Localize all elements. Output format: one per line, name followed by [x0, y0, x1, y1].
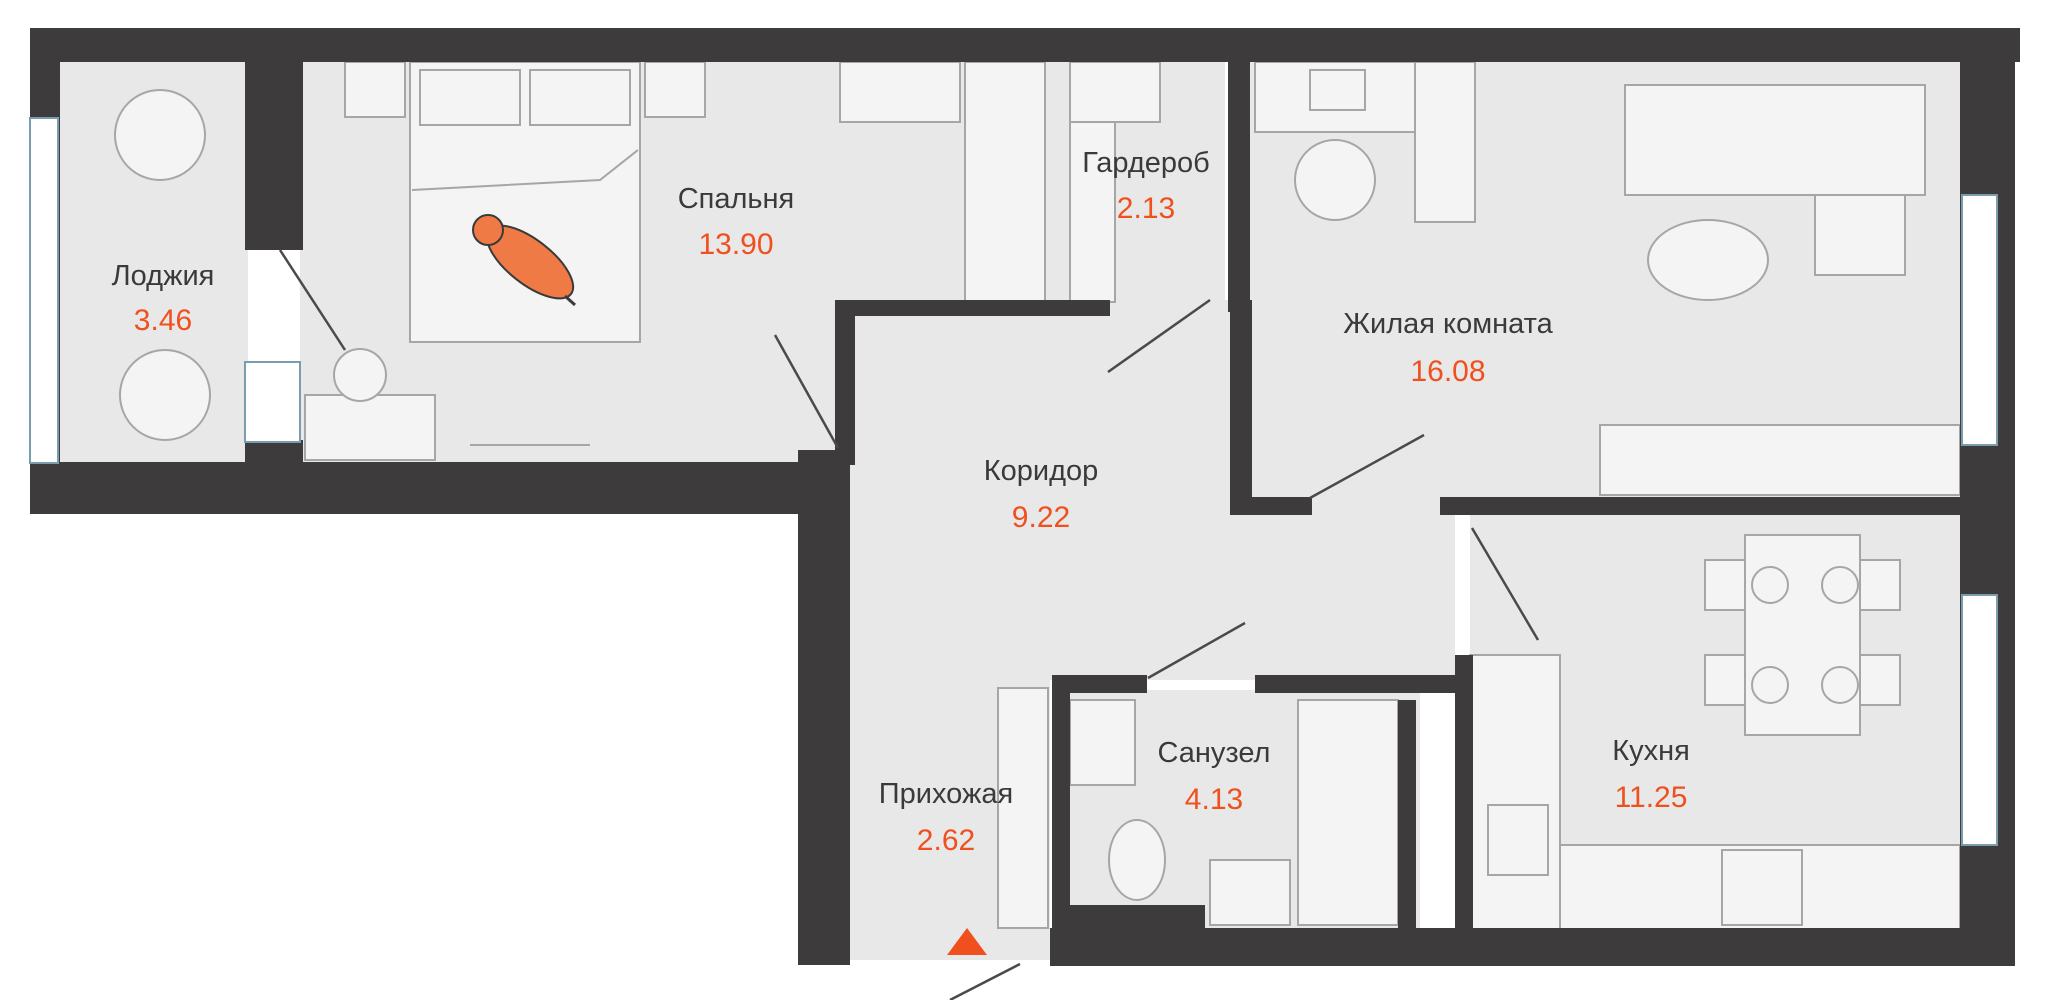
room-area-kitchen: 11.25	[1615, 781, 1688, 814]
wall-bathroom-right	[1398, 700, 1416, 930]
wardrobe-cabinet-2	[964, 61, 1046, 303]
wall-bathroom-left	[1052, 675, 1070, 930]
plate-3	[1751, 666, 1789, 704]
plate-2	[1821, 566, 1859, 604]
wall-bedroom-corridor	[835, 300, 855, 465]
room-label-corridor: Коридор	[984, 455, 1099, 487]
stove	[1721, 849, 1803, 926]
wall-left-lower	[798, 450, 850, 965]
room-labels: Лоджия 3.46 Спальня 13.90 Гардероб 2.13 …	[112, 147, 1690, 857]
door-kitchen	[1470, 527, 1540, 641]
wall-living-bottom	[1230, 497, 1312, 515]
living-chair	[1294, 139, 1376, 221]
hall-wardrobe	[997, 687, 1049, 929]
window-loggia	[29, 117, 59, 464]
wall-kitchen-left	[1455, 655, 1473, 930]
window-kitchen	[1961, 594, 1998, 846]
room-area-wardrobe: 2.13	[1117, 192, 1175, 225]
room-label-bathroom: Санузел	[1158, 737, 1271, 769]
sink-kitchen	[1487, 804, 1549, 876]
wall-loggia-bedroom	[245, 62, 303, 250]
bathtub	[1297, 699, 1399, 926]
bedroom-desk	[304, 394, 436, 461]
door-living	[1309, 433, 1425, 500]
wall-bathroom-bottom	[1070, 905, 1205, 930]
wall-loggia-bedroom-lower	[245, 440, 303, 470]
dining-table	[1744, 534, 1861, 736]
loggia-chair	[119, 349, 211, 441]
pillow-right	[529, 69, 631, 126]
room-area-living: 16.08	[1410, 355, 1485, 388]
chair-3	[1704, 654, 1746, 706]
nightstand-right	[644, 61, 706, 118]
bathroom-sink	[1209, 859, 1291, 926]
floor-corridor	[835, 300, 1455, 680]
room-area-loggia: 3.46	[134, 304, 192, 337]
toilet	[1108, 819, 1166, 901]
room-label-living: Жилая комната	[1343, 308, 1553, 340]
sofa	[1624, 84, 1926, 196]
furniture	[114, 61, 1961, 931]
chair-1	[1704, 559, 1746, 611]
window-living	[1961, 194, 1998, 446]
door-entrance	[949, 962, 1021, 1000]
room-area-bedroom: 13.90	[698, 228, 773, 261]
chair-4	[1859, 654, 1901, 706]
room-area-hall: 2.62	[917, 824, 975, 857]
cat-icon	[472, 214, 577, 307]
windows	[29, 117, 1998, 846]
wall-bottom-left	[30, 462, 840, 514]
room-label-loggia: Лоджия	[112, 260, 215, 292]
door-wardrobe	[1107, 298, 1211, 374]
door-loggia	[278, 249, 347, 351]
wall-wardrobe-right	[1228, 62, 1250, 312]
wall-living-kitchen	[1440, 497, 1960, 515]
wall-living-left	[1230, 300, 1252, 515]
room-label-bedroom: Спальня	[678, 183, 795, 215]
plate-4	[1821, 666, 1859, 704]
wardrobe-cabinet-4	[1069, 121, 1116, 303]
window-bedroom-loggia	[244, 361, 301, 443]
loggia-plant-icon	[114, 89, 206, 181]
wardrobe-cabinet-1	[839, 61, 961, 123]
room-label-wardrobe: Гардероб	[1082, 147, 1210, 179]
wall-wardrobe-bottom	[835, 300, 1110, 316]
entrance-triangle-icon	[947, 928, 987, 955]
wall-bathroom-top-right	[1255, 675, 1455, 693]
wall-bottom-right	[1050, 928, 2015, 966]
nightstand-left	[344, 61, 406, 118]
washing-machine	[1069, 699, 1136, 786]
door-bedroom	[773, 334, 840, 449]
sofa-chaise	[1814, 194, 1906, 276]
laptop-icon	[1309, 69, 1366, 111]
chair-2	[1859, 559, 1901, 611]
bookshelf	[1414, 61, 1476, 223]
blanket-line	[411, 149, 639, 191]
room-area-bathroom: 4.13	[1185, 783, 1243, 816]
wardrobe-cabinet-3	[1069, 61, 1161, 123]
door-bathroom	[1147, 621, 1246, 680]
pillow-left	[419, 69, 521, 126]
coffee-table	[1647, 219, 1769, 301]
plant-icon	[333, 348, 387, 402]
plate-1	[1751, 566, 1789, 604]
tv-unit-living	[1599, 424, 1961, 496]
wall-bathroom-top	[1052, 675, 1147, 693]
kitchen-counter-side	[1469, 654, 1561, 931]
room-label-kitchen: Кухня	[1612, 735, 1690, 767]
room-label-hall: Прихожая	[879, 778, 1013, 810]
room-area-corridor: 9.22	[1012, 501, 1070, 534]
wall-top	[30, 28, 2020, 62]
doors	[278, 249, 1540, 1000]
